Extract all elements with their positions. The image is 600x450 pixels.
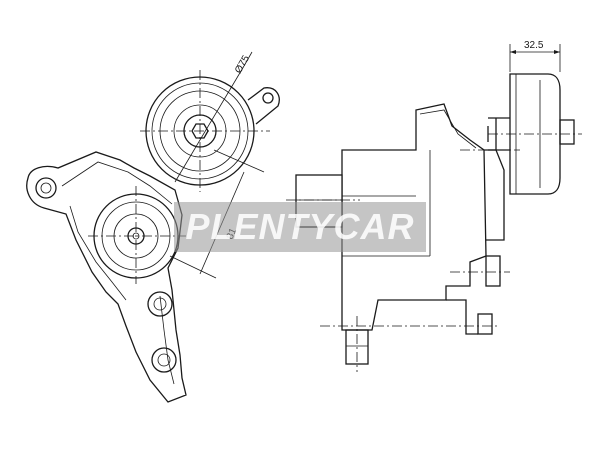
mount-hole-lower-2 (151, 347, 177, 373)
mount-hole-upper (262, 92, 274, 104)
side-view: 32.5 (286, 40, 582, 372)
dimension-width-label: 32.5 (524, 40, 544, 51)
pulley-bolt-hex (191, 123, 209, 139)
mount-hole-lower-1 (147, 291, 173, 317)
pulley-shaft-end (559, 119, 575, 145)
housing-outline (341, 103, 487, 331)
watermark-text: PLENTYCAR (185, 206, 415, 247)
watermark-logo: PLENTYCAR (174, 202, 426, 252)
mount-hole-left (35, 177, 57, 199)
pulley-profile (509, 73, 561, 195)
bracket-outline (26, 151, 187, 403)
